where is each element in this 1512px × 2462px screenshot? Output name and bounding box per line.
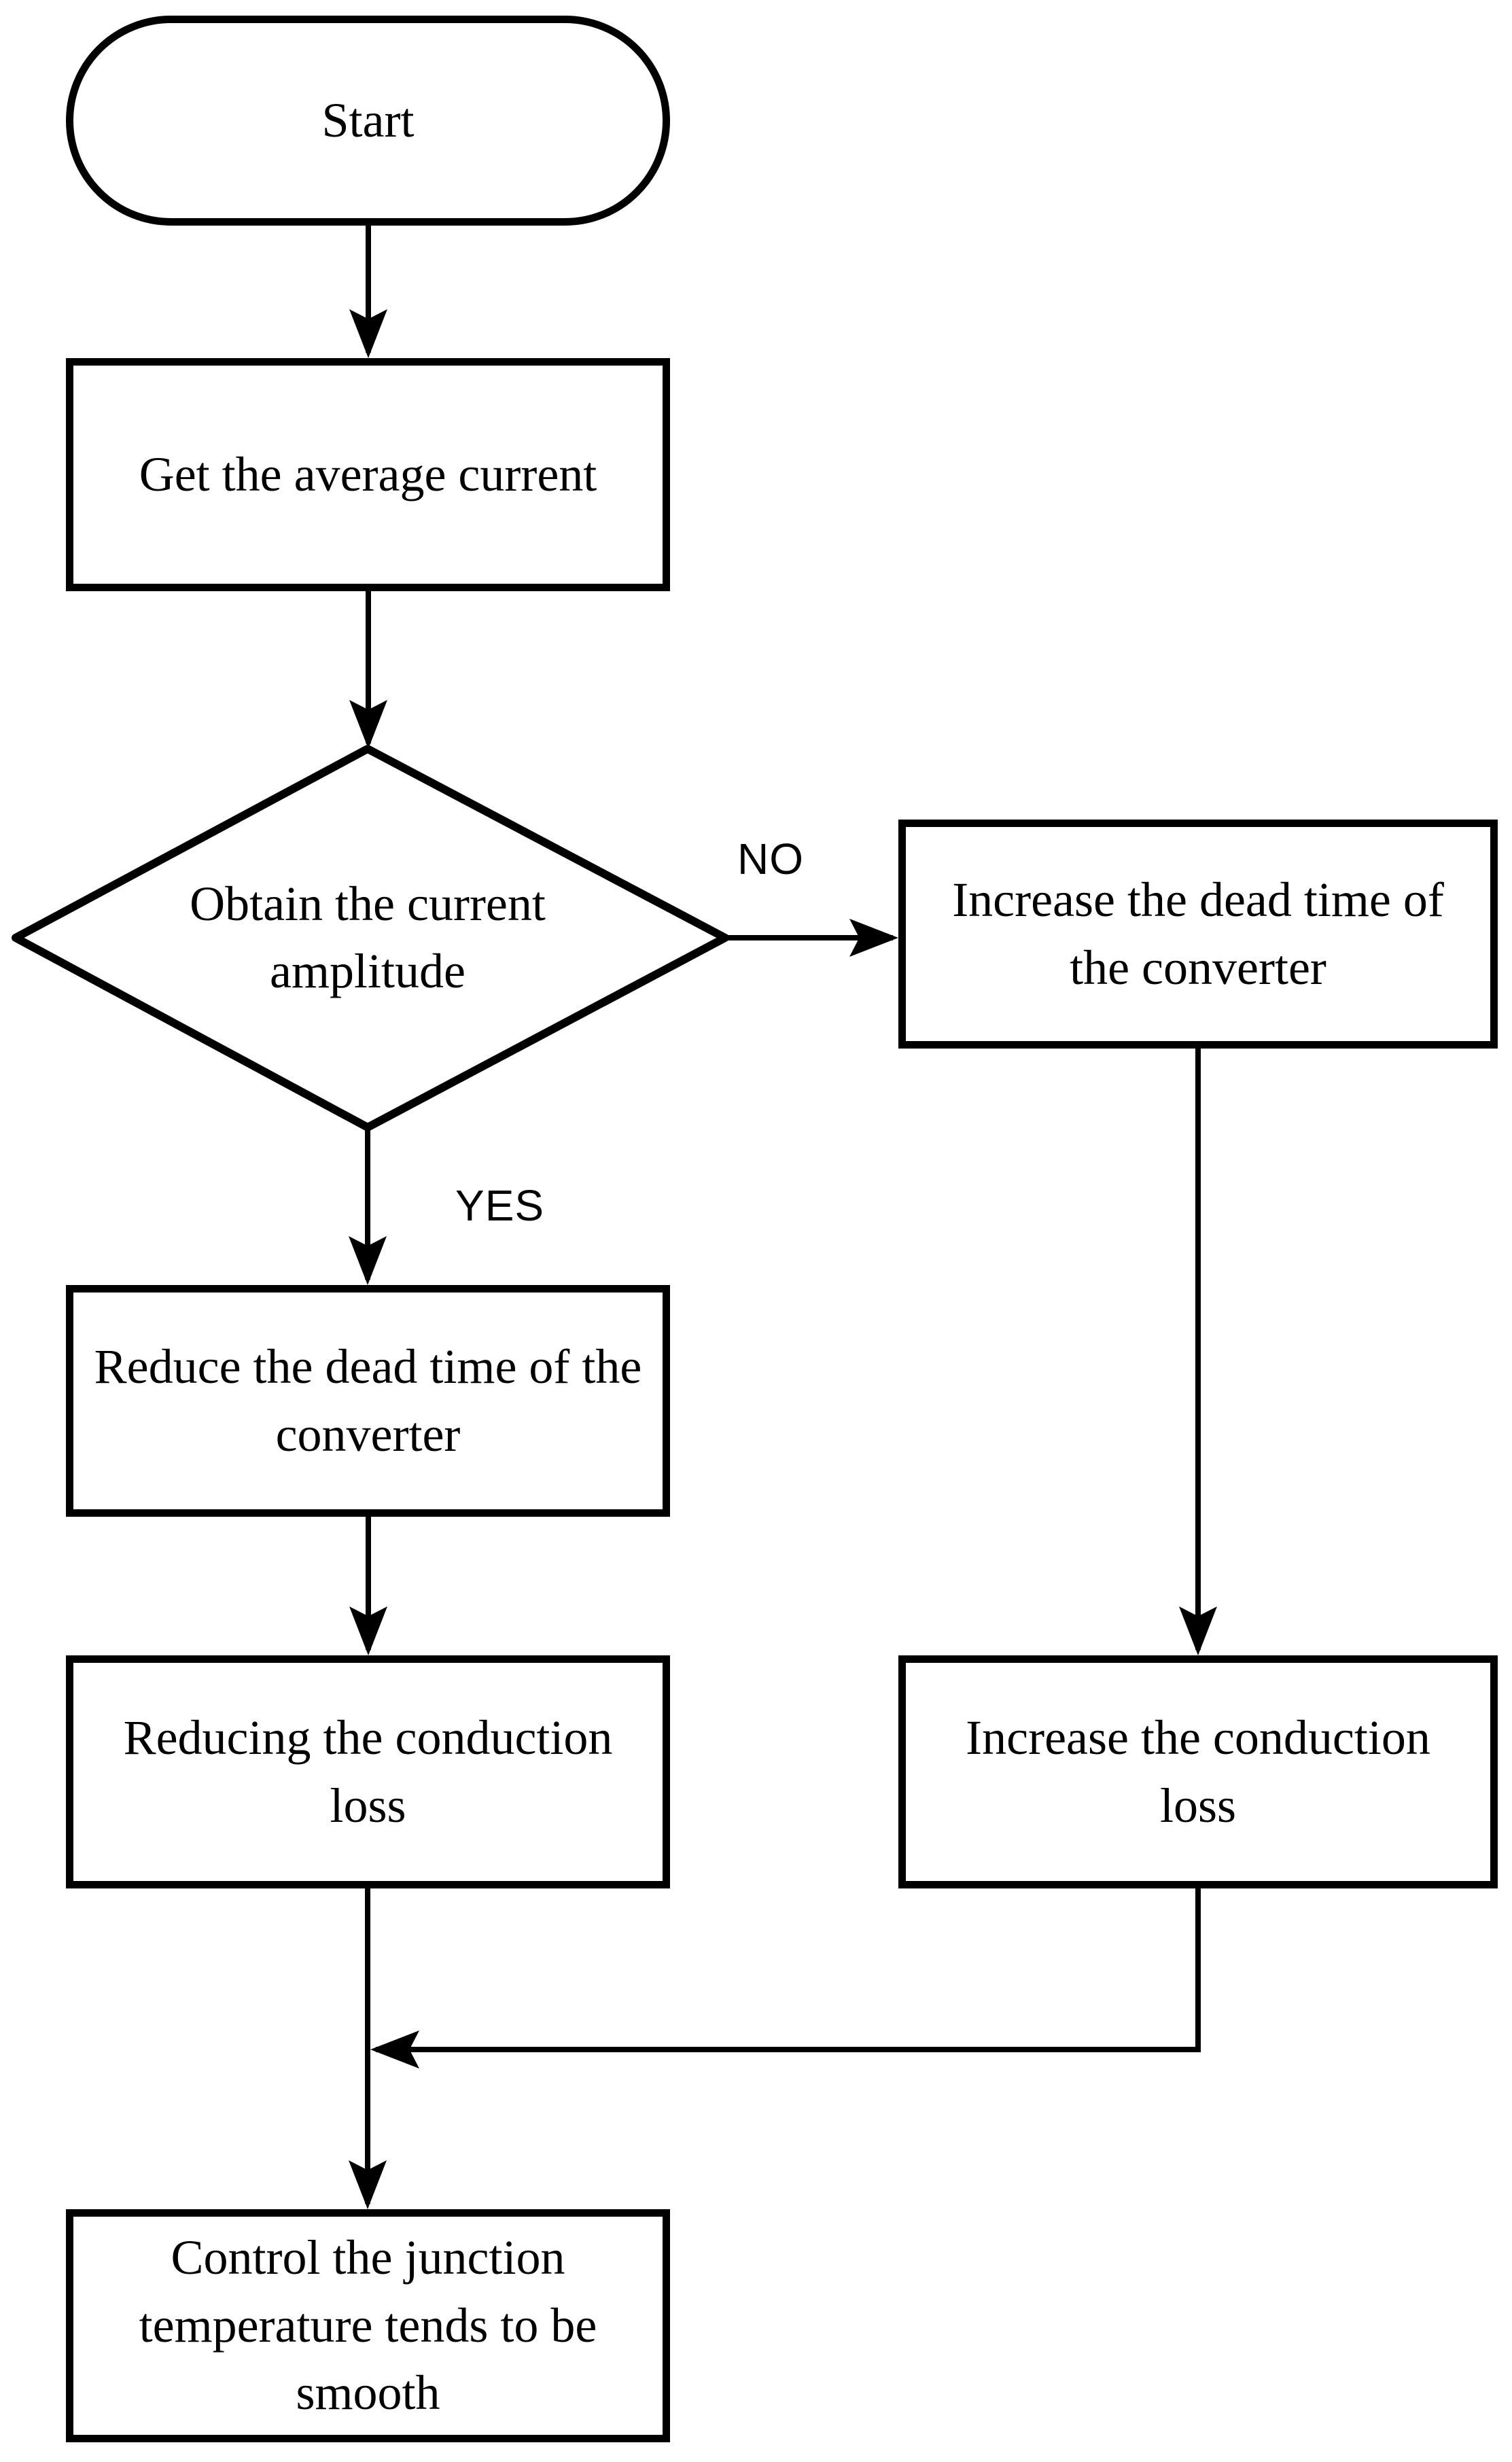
node-control-junction-temperature-label: Control the junction temperature tends t… [139,2230,597,2421]
node-reduce-dead-time-label: Reduce the dead time of the converter [94,1339,642,1462]
node-increase-conduction-loss: Increase the conduction loss [898,1655,1498,1888]
node-increase-conduction-loss-label: Increase the conduction loss [966,1710,1430,1833]
node-start-label: Start [321,92,415,147]
node-start: Start [66,16,670,226]
node-decision-obtain-amplitude: Obtain the current amplitude [137,836,599,1040]
node-increase-dead-time-label: Increase the dead time of the converter [952,873,1444,995]
node-control-junction-temperature: Control the junction temperature tends t… [66,2209,670,2442]
node-reducing-conduction-loss: Reducing the conduction loss [66,1655,670,1888]
node-get-average-current: Get the average current [66,358,670,591]
edge-label-yes: YES [455,1181,545,1230]
node-get-average-current-label: Get the average current [139,446,597,502]
node-increase-dead-time: Increase the dead time of the converter [898,820,1498,1049]
edge-label-no: NO [737,834,804,883]
node-decision-label: Obtain the current amplitude [190,876,546,998]
connector-increase-loss-merge [370,1888,1201,2069]
node-reduce-dead-time: Reduce the dead time of the converter [66,1285,670,1517]
node-reducing-conduction-loss-label: Reducing the conduction loss [123,1710,613,1833]
